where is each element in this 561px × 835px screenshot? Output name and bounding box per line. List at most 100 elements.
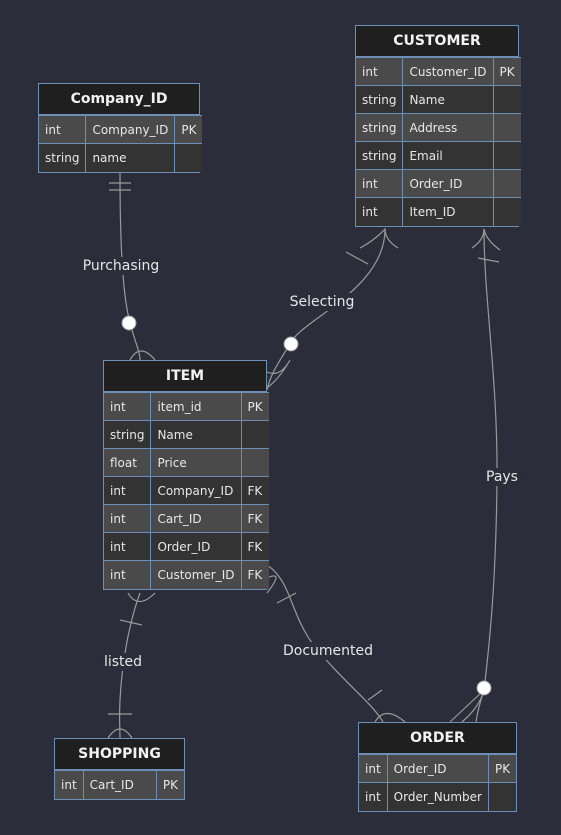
label-selecting: Selecting xyxy=(287,293,357,311)
attr-type: int xyxy=(359,782,388,811)
attr-type: int xyxy=(55,770,84,799)
attr-key: PK xyxy=(240,392,269,421)
attr-name: Cart_ID xyxy=(150,504,242,533)
marker-item-circle-right xyxy=(283,336,299,352)
attr-key xyxy=(240,420,269,449)
attr-key: PK xyxy=(174,115,203,144)
attr-key: PK xyxy=(155,770,184,799)
attr-name: Order_ID xyxy=(150,532,242,561)
entity-attributes: int Cart_ID PK xyxy=(55,770,184,799)
entity-title: ITEM xyxy=(104,361,266,392)
attr-type: int xyxy=(104,532,152,561)
attr-name: item_id xyxy=(150,392,242,421)
attr-type: string xyxy=(39,143,87,172)
edge-listed xyxy=(118,592,141,739)
edge-documented xyxy=(266,564,384,723)
attr-name: Company_ID xyxy=(85,115,176,144)
entity-attributes: int Order_ID PK int Order_Number xyxy=(359,754,517,811)
attr-name: Price xyxy=(150,448,242,477)
attr-name: Order_Number xyxy=(386,782,489,811)
attr-name: Item_ID xyxy=(402,197,494,226)
entity-title: Company_ID xyxy=(39,84,199,115)
attr-name: Company_ID xyxy=(150,476,242,505)
edge-purchasing xyxy=(119,171,141,361)
attr-type: string xyxy=(356,141,404,170)
marker-item-crow-right xyxy=(266,359,291,389)
marker-order-crow-left xyxy=(374,712,406,723)
attribute-row: int Item_ID xyxy=(356,197,521,226)
attr-key xyxy=(492,169,521,198)
attribute-row: float Price xyxy=(104,448,269,477)
marker-item-one-right xyxy=(276,592,297,604)
marker-customer-one-right xyxy=(477,257,500,263)
attr-key: FK xyxy=(240,504,269,533)
attr-key xyxy=(174,143,203,172)
attribute-row: int Cart_ID PK xyxy=(55,770,184,799)
attribute-row: int Order_Number xyxy=(359,782,517,811)
attr-name: Cart_ID xyxy=(82,770,157,799)
attr-key: PK xyxy=(492,57,521,86)
attr-key xyxy=(487,782,517,811)
label-pays: Pays xyxy=(484,468,520,486)
edge-selecting xyxy=(266,228,386,391)
attribute-row: int Company_ID PK xyxy=(39,115,203,144)
attribute-row: int Customer_ID FK xyxy=(104,560,269,589)
attribute-row: int Order_ID xyxy=(356,169,521,198)
attr-key xyxy=(492,85,521,114)
entity-attributes: int item_id PK string Name float Price i… xyxy=(104,392,269,589)
attr-type: int xyxy=(104,504,152,533)
attr-name: name xyxy=(85,143,176,172)
attr-type: int xyxy=(356,197,404,226)
attr-name: Name xyxy=(402,85,494,114)
marker-customer-crow-left xyxy=(359,227,399,249)
attr-type: int xyxy=(104,476,152,505)
entity-item[interactable]: ITEM int item_id PK string Name float Pr… xyxy=(103,360,269,590)
attr-name: Customer_ID xyxy=(150,560,242,589)
entity-shopping[interactable]: SHOPPING int Cart_ID PK xyxy=(54,738,185,800)
marker-order-one-left xyxy=(367,689,383,701)
attribute-row: int Cart_ID FK xyxy=(104,504,269,533)
attr-type: string xyxy=(356,113,404,142)
attr-key xyxy=(240,448,269,477)
entity-title: ORDER xyxy=(359,723,516,754)
attr-type: float xyxy=(104,448,152,477)
attr-name: Order_ID xyxy=(386,754,489,783)
label-documented: Documented xyxy=(280,642,376,660)
attribute-row: string Address xyxy=(356,113,521,142)
marker-item-circle-top xyxy=(121,315,137,331)
entity-attributes: int Company_ID PK string name xyxy=(39,115,203,172)
attr-name: Address xyxy=(402,113,494,142)
label-listed: listed xyxy=(101,653,145,671)
attr-key: FK xyxy=(240,560,269,589)
entity-customer[interactable]: CUSTOMER int Customer_ID PK string Name … xyxy=(355,25,521,227)
attribute-row: string name xyxy=(39,143,203,172)
attr-name: Customer_ID xyxy=(402,57,494,86)
entity-title: CUSTOMER xyxy=(356,26,518,57)
attribute-row: string Name xyxy=(356,85,521,114)
attribute-row: int item_id PK xyxy=(104,392,269,421)
attribute-row: string Email xyxy=(356,141,521,170)
attribute-row: int Company_ID FK xyxy=(104,476,269,505)
marker-item-crow-bottom xyxy=(127,592,156,603)
attr-key xyxy=(492,197,521,226)
attribute-row: string Name xyxy=(104,420,269,449)
label-purchasing: Purchasing xyxy=(80,257,162,275)
attr-name: Order_ID xyxy=(402,169,494,198)
attr-name: Name xyxy=(150,420,242,449)
attribute-row: int Order_ID FK xyxy=(104,532,269,561)
attr-key xyxy=(492,141,521,170)
marker-order-circle-top xyxy=(476,680,492,696)
attr-key: FK xyxy=(240,532,269,561)
attr-name: Email xyxy=(402,141,494,170)
attr-type: int xyxy=(104,560,152,589)
attr-type: int xyxy=(356,169,404,198)
marker-customer-crow-right xyxy=(471,228,501,251)
entity-company[interactable]: Company_ID int Company_ID PK string name xyxy=(38,83,203,173)
marker-item-crow-top xyxy=(129,350,156,361)
marker-item-crow-bottom-right xyxy=(266,575,277,594)
attr-type: int xyxy=(356,57,404,86)
attr-type: string xyxy=(104,420,152,449)
entity-order[interactable]: ORDER int Order_ID PK int Order_Number xyxy=(358,722,517,812)
attr-type: int xyxy=(359,754,388,783)
